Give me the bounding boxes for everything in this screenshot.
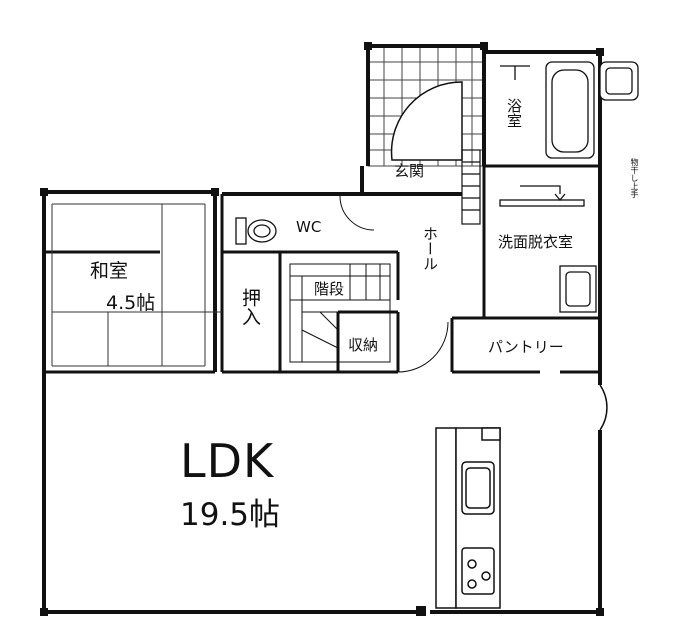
washitsu-size-label: 4.5帖: [106, 292, 156, 314]
toilet-icon: [235, 217, 277, 245]
genkan-label: 玄関: [394, 162, 425, 180]
monohoshi-label: 物干し上手: [630, 158, 639, 198]
genkan-step: [461, 149, 481, 225]
washitsu-label: 和室: [90, 260, 129, 282]
patio-door-swing: [599, 384, 608, 431]
entrance-door-swing: [390, 81, 463, 161]
pantry-label: パントリー: [488, 338, 564, 356]
wc-door-swing: [339, 195, 375, 231]
bathtub-icon: [500, 61, 595, 159]
laundry-pole: [499, 185, 585, 207]
kaidan-label: 階段: [314, 280, 345, 298]
hall-door-swing: [397, 321, 449, 373]
kitchen-counter: [435, 427, 501, 609]
ldk-size-label: 19.5帖: [180, 497, 281, 533]
stairs: [289, 263, 391, 363]
walls: [42, 44, 602, 614]
shuno-label: 収納: [348, 336, 379, 354]
outdoor-tap: [599, 61, 639, 101]
ldk-label: LDK: [180, 434, 275, 488]
oshiire-label: 押入: [239, 288, 261, 326]
washbasin-icon: [559, 265, 597, 313]
tatami-lines: [51, 203, 222, 367]
senmen-label: 洗面脱衣室: [498, 233, 574, 251]
hall-label: ホール: [421, 226, 439, 271]
interior-walls: [44, 164, 600, 374]
yokushitsu-label: 浴室: [505, 98, 523, 128]
column-markers: [40, 42, 604, 616]
wc-label: WC: [296, 218, 322, 236]
